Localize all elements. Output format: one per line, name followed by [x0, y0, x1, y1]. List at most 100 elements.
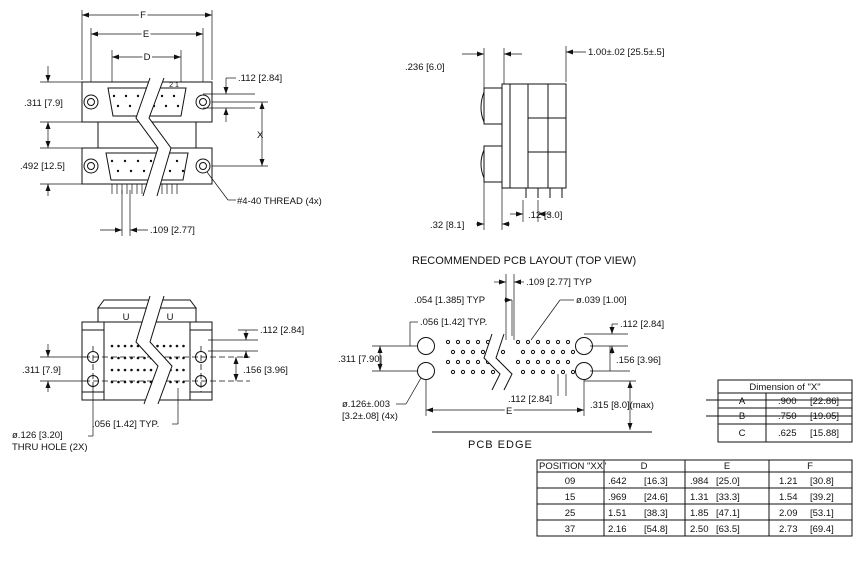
pos-header-position: POSITION "XX": [539, 461, 606, 472]
pin-dot: [169, 344, 172, 348]
contact-dot: [128, 104, 132, 108]
pin-dot: [110, 356, 114, 360]
pin-dot: [169, 356, 172, 360]
pcb-dim-E-label: E: [506, 406, 512, 417]
x-row-c-mm: [15.88]: [810, 428, 839, 439]
pcb-dim-126b-label: [3.2±.08] (4x): [342, 411, 398, 422]
pcb-hole: [475, 339, 481, 345]
pcb-dim-039-label: ø.039 [1.00]: [576, 295, 627, 306]
x-table-header: Dimension of "X": [749, 382, 820, 393]
contact-dot: [136, 159, 140, 163]
contact-dot: [112, 94, 116, 98]
pos-row-15-d-mm: [24.6]: [644, 492, 668, 503]
pos-row-09-e-mm: [25.0]: [716, 476, 740, 487]
pcb-hole: [515, 339, 521, 345]
pos-row-15: 15: [565, 492, 576, 503]
pcb-hole: [455, 359, 461, 365]
pos-row-37: 37: [565, 524, 576, 535]
pin-dot: [123, 344, 127, 348]
pcb-hole: [455, 339, 461, 345]
pin-dot: [130, 380, 133, 384]
pcb-hole: [560, 349, 566, 355]
dim-F-label: F: [140, 10, 146, 21]
pos-row-09-f-mm: [30.8]: [810, 476, 834, 487]
contact-dot: [160, 94, 164, 98]
x-row-b-inch: .750: [778, 411, 797, 422]
pcb-hole: [540, 349, 546, 355]
bottom-dim-156-label: .156 [3.96]: [243, 365, 288, 376]
contact-dot: [181, 169, 185, 173]
pin-dot: [143, 356, 146, 360]
pos-row-09-d-in: .642: [608, 476, 627, 487]
pcb-hole: [470, 369, 476, 375]
bottom-dim-112-label: .112 [2.84]: [260, 325, 304, 336]
pcb-hole: [565, 339, 571, 345]
front-view: F E D 2 1: [20, 8, 322, 236]
pcb-hole: [520, 369, 526, 375]
pin-number-label: 2 1: [169, 82, 179, 89]
bottom-dim-311-label: .311 [7.9]: [22, 365, 61, 376]
contact-dot: [123, 159, 127, 163]
dim-109-label: .109 [2.77]: [150, 225, 195, 236]
contact-dot: [129, 169, 133, 173]
pcb-hole: [535, 339, 541, 345]
pcb-hole: [555, 359, 561, 365]
pcb-dim-112-bottom-label: .112 [2.84]: [508, 394, 552, 405]
pcb-hole: [565, 359, 571, 365]
pos-row-09: 09: [565, 476, 576, 487]
pos-row-37-d-in: 2.16: [608, 524, 627, 535]
pcb-hole: [550, 369, 556, 375]
pin-dot: [136, 356, 140, 360]
pos-row-37-e-in: 2.50: [690, 524, 709, 535]
pos-row-37-d-mm: [54.8]: [644, 524, 668, 535]
pos-row-09-d-mm: [16.3]: [644, 476, 668, 487]
pin-dot: [169, 380, 172, 384]
side-dim-12-label: .12 [3.0]: [528, 210, 562, 221]
pos-row-25-d-mm: [38.3]: [644, 508, 668, 519]
u-mark-3: U: [167, 312, 174, 323]
contact-dot: [168, 169, 172, 173]
pos-header-f: F: [807, 461, 813, 472]
pcb-hole: [520, 349, 526, 355]
pin-dot: [117, 344, 120, 348]
pin-dot: [110, 368, 114, 372]
pin-dot: [182, 380, 185, 384]
pin-dot: [136, 368, 140, 372]
pcb-hole: [460, 369, 466, 375]
contact-dot: [136, 94, 140, 98]
pcb-hole: [545, 359, 551, 365]
pin-dot: [175, 344, 179, 348]
pcb-dim-112-right-label: .112 [2.84]: [620, 319, 664, 330]
pos-row-15-d-in: .969: [608, 492, 627, 503]
pcb-hole: [475, 359, 481, 365]
pcb-layout: RECOMMENDED PCB LAYOUT (TOP VIEW) .109 […: [338, 255, 664, 451]
pcb-hole: [540, 369, 546, 375]
pos-row-25: 25: [565, 508, 576, 519]
side-dim-32-label: .32 [8.1]: [430, 220, 464, 231]
x-row-a-mm: [22.86]: [810, 396, 839, 407]
pcb-hole: [525, 359, 531, 365]
pcb-hole: [530, 349, 536, 355]
pin-dot: [136, 380, 140, 384]
pin-dot: [110, 380, 114, 384]
pos-row-15-e-in: 1.31: [690, 492, 709, 503]
dim-X-label: X: [257, 130, 264, 141]
pos-row-09-e-in: .984: [690, 476, 709, 487]
pcb-hole: [560, 369, 566, 375]
pos-header-e: E: [724, 461, 730, 472]
pcb-hole: [465, 359, 471, 365]
u-mark-1: U: [123, 312, 130, 323]
contact-dot: [176, 104, 180, 108]
pos-header-d: D: [641, 461, 648, 472]
pin-dot: [143, 380, 146, 384]
pin-dot: [123, 380, 127, 384]
dim-E-label: E: [143, 29, 149, 40]
pcb-hole: [530, 369, 536, 375]
x-row-a-inch: .900: [778, 396, 797, 407]
pos-row-25-e-mm: [47.1]: [716, 508, 740, 519]
pcb-hole: [445, 359, 451, 365]
pos-row-25-f-in: 2.09: [779, 508, 798, 519]
x-row-c-label: C: [739, 428, 746, 439]
pin-dot: [117, 368, 120, 372]
